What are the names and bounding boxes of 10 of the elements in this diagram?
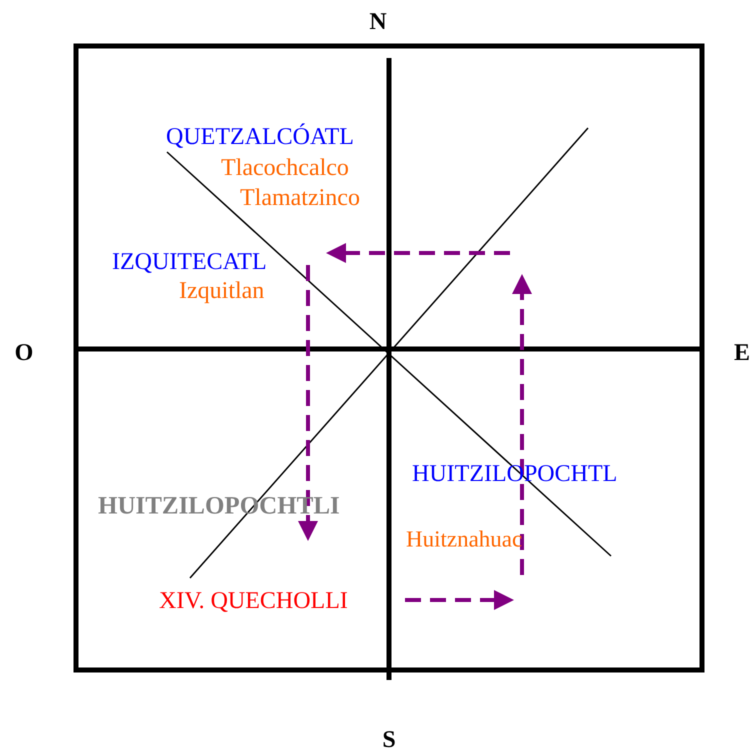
north-label: N [369, 10, 387, 34]
south-label: S [382, 728, 396, 752]
deity-label: Izquitlan [179, 279, 264, 303]
deity-label: XIV. QUECHOLLI [159, 589, 348, 613]
deity-label: QUETZALCÓATL [166, 125, 354, 149]
west-label: O [14, 341, 34, 365]
deity-label: Tlamatzinco [240, 186, 360, 210]
deity-label: IZQUITECATL [112, 250, 267, 274]
east-label: E [734, 341, 750, 365]
deity-label: Tlacochcalco [221, 156, 349, 180]
